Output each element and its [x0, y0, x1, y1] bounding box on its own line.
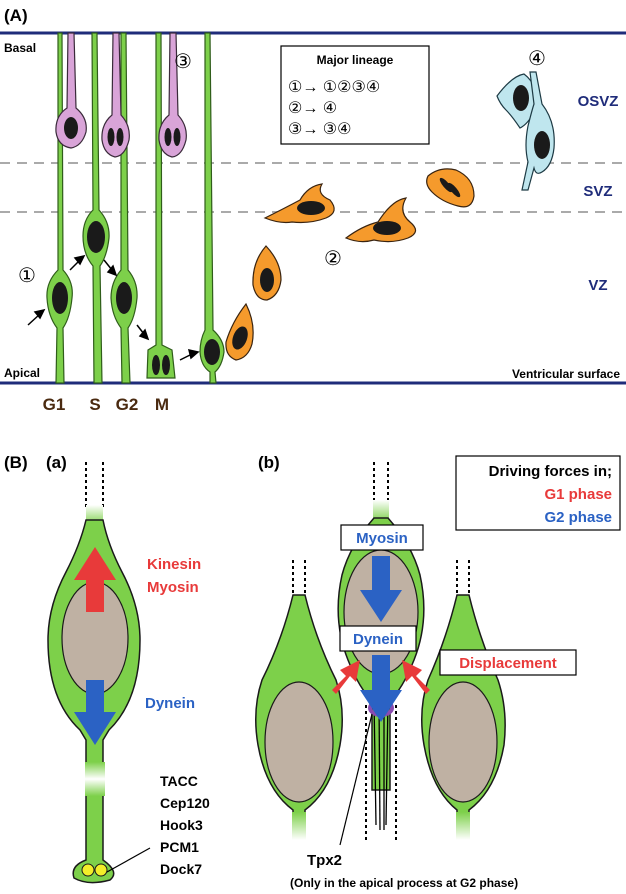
lineage-title: Major lineage [317, 53, 394, 67]
cell-b-right [421, 560, 506, 840]
pink-cell-3 [158, 32, 187, 158]
orange-ip-cells [225, 168, 475, 361]
rg-cell-daughter [199, 32, 225, 384]
panel-b-sub-a: (a) [46, 453, 67, 472]
pink-cell-2 [101, 32, 130, 158]
protein-item: Hook3 [160, 817, 203, 833]
ventricular-surface-label: Ventricular surface [512, 367, 620, 381]
marker-three: ③ [174, 51, 192, 73]
driving-forces-box: Driving forces in; G1 phase G2 phase [455, 455, 621, 531]
ip-cell-4 [344, 197, 417, 243]
forces-g1: G1 phase [544, 486, 612, 503]
dynein-arrow-b [360, 655, 402, 722]
rg-nucleus-g2 [116, 282, 132, 314]
rg-nucleus-daughter [204, 339, 220, 365]
lineage-box: Major lineage ①→ ①②③④ ②→ ④ ③→ ③④ [280, 45, 430, 145]
zone-svz: SVZ [583, 183, 612, 200]
rg-nucleus-g1 [52, 282, 68, 314]
marker-four: ④ [528, 48, 546, 70]
panel-b-label: (B) [4, 453, 28, 472]
label-dynein-b: Dynein [353, 631, 403, 648]
phase-labels: G1 S G2 M [43, 395, 169, 414]
protein-list: TACC Cep120 Hook3 PCM1 Dock7 [160, 773, 210, 877]
forces-title: Driving forces in; [489, 463, 612, 480]
lineage-row-1: ①→ ①②③④ [288, 79, 380, 96]
protein-item: Cep120 [160, 795, 210, 811]
protein-item: Dock7 [160, 861, 202, 877]
displacement-arrow-left [332, 660, 360, 694]
phase-s: S [89, 395, 100, 414]
panel-a: (A) Basal Apical Ventricular surface OSV… [0, 6, 626, 414]
protein-item: PCM1 [160, 839, 199, 855]
label-tpx2: Tpx2 [307, 852, 342, 869]
panel-a-label: (A) [4, 6, 28, 25]
marker-two: ② [324, 248, 342, 270]
ip-cell-3 [263, 183, 335, 224]
pink-cell-1 [55, 32, 87, 149]
cell-a [47, 462, 151, 884]
panel-b: (B) (a) (b) Kinesin Myosin Dynein TACC C… [4, 453, 621, 890]
pink-basal-cells [55, 32, 187, 158]
forces-g2: G2 phase [544, 509, 612, 526]
org-nuclei [513, 85, 550, 159]
phase-g2: G2 [116, 395, 139, 414]
lineage-row-3: ③→ ③④ [288, 121, 351, 138]
zone-osvz: OSVZ [578, 93, 619, 110]
myosin-arrow-b [360, 556, 402, 622]
lineage-row-2: ②→ ④ [288, 100, 337, 117]
ip-nuclei [232, 177, 461, 350]
org-cell-2 [521, 71, 555, 191]
cell-cycle-arrows [27, 254, 200, 361]
label-tpx2-note: (Only in the apical process at G2 phase) [290, 876, 518, 890]
displacement-arrow-right [402, 660, 430, 694]
cell-b-left [255, 560, 343, 840]
label-displacement: Displacement [459, 655, 557, 672]
label-dynein-a: Dynein [145, 695, 195, 712]
dynein-arrow-a [74, 680, 116, 745]
basal-label: Basal [4, 41, 36, 55]
myosin-box-b: Myosin [340, 524, 424, 551]
phase-m: M [155, 395, 169, 414]
label-kinesin: Kinesin [147, 556, 201, 573]
displacement-box: Displacement [439, 649, 577, 676]
phase-g1: G1 [43, 395, 66, 414]
kinesin-myosin-arrow [74, 547, 116, 612]
rg-nucleus-m-2 [162, 355, 170, 375]
rg-nucleus-m-1 [152, 355, 160, 375]
label-myosin-b: Myosin [356, 530, 408, 547]
rg-cell-s [82, 32, 110, 384]
protein-item: TACC [160, 773, 198, 789]
label-myosin-a: Myosin [147, 579, 199, 596]
rg-nuclei [52, 221, 220, 375]
zone-vz: VZ [588, 277, 607, 294]
panel-b-sub-b: (b) [258, 453, 280, 472]
rg-nucleus-s [87, 221, 105, 253]
cell-b-center [332, 462, 430, 846]
marker-one: ① [18, 265, 36, 287]
apical-label: Apical [4, 366, 40, 380]
pink-cell-nuclei [64, 117, 181, 146]
dynein-box-b: Dynein [339, 625, 417, 652]
